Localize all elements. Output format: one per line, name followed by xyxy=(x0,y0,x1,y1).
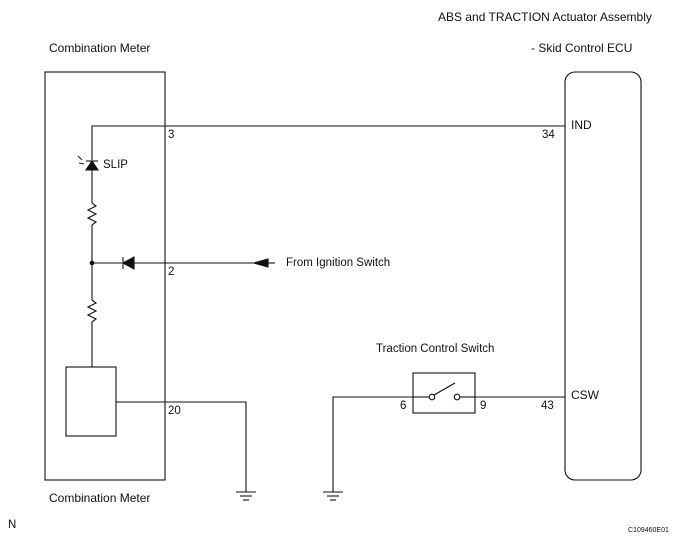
pin-9: 9 xyxy=(480,400,487,412)
pin-43: 43 xyxy=(541,400,554,412)
slip-label: SLIP xyxy=(103,159,128,171)
slip-led-icon xyxy=(77,155,100,203)
ecu-title-line2: - Skid Control ECU xyxy=(531,41,633,55)
switch-contact-icon xyxy=(413,382,475,401)
pin-3: 3 xyxy=(168,129,175,141)
resistor-lower-icon xyxy=(86,299,98,323)
switch-ground-wire xyxy=(332,396,413,492)
ecu-title-line1: ABS and TRACTION Actuator Assembly xyxy=(438,10,652,24)
traction-switch-label: Traction Control Switch xyxy=(376,343,495,355)
ground-switch-icon xyxy=(323,491,343,501)
pin20-ground-wire xyxy=(116,401,247,492)
pin-34: 34 xyxy=(542,129,555,141)
pin-2: 2 xyxy=(168,266,175,278)
ignition-arrow-icon xyxy=(251,258,269,268)
pin-6: 6 xyxy=(400,400,407,412)
combination-meter-label-bottom: Combination Meter xyxy=(49,491,151,505)
ecu-term-csw: CSW xyxy=(571,388,599,402)
traction-switch-box xyxy=(412,372,476,414)
pin-20: 20 xyxy=(168,405,181,417)
skid-control-ecu-box xyxy=(564,71,642,481)
ground-right-icon xyxy=(236,491,256,501)
ecu-term-ind: IND xyxy=(571,118,592,132)
combination-meter-label-top: Combination Meter xyxy=(49,41,151,55)
resistor-upper-icon xyxy=(86,202,98,226)
figure-code: C109460E01 xyxy=(628,527,669,534)
corner-mark-left: N xyxy=(8,519,17,531)
combination-meter-box xyxy=(44,71,166,481)
ignition-diode-icon xyxy=(121,256,135,270)
from-ignition-label: From Ignition Switch xyxy=(286,257,391,269)
meter-ic-block xyxy=(65,366,117,437)
ind-wire xyxy=(91,125,565,160)
